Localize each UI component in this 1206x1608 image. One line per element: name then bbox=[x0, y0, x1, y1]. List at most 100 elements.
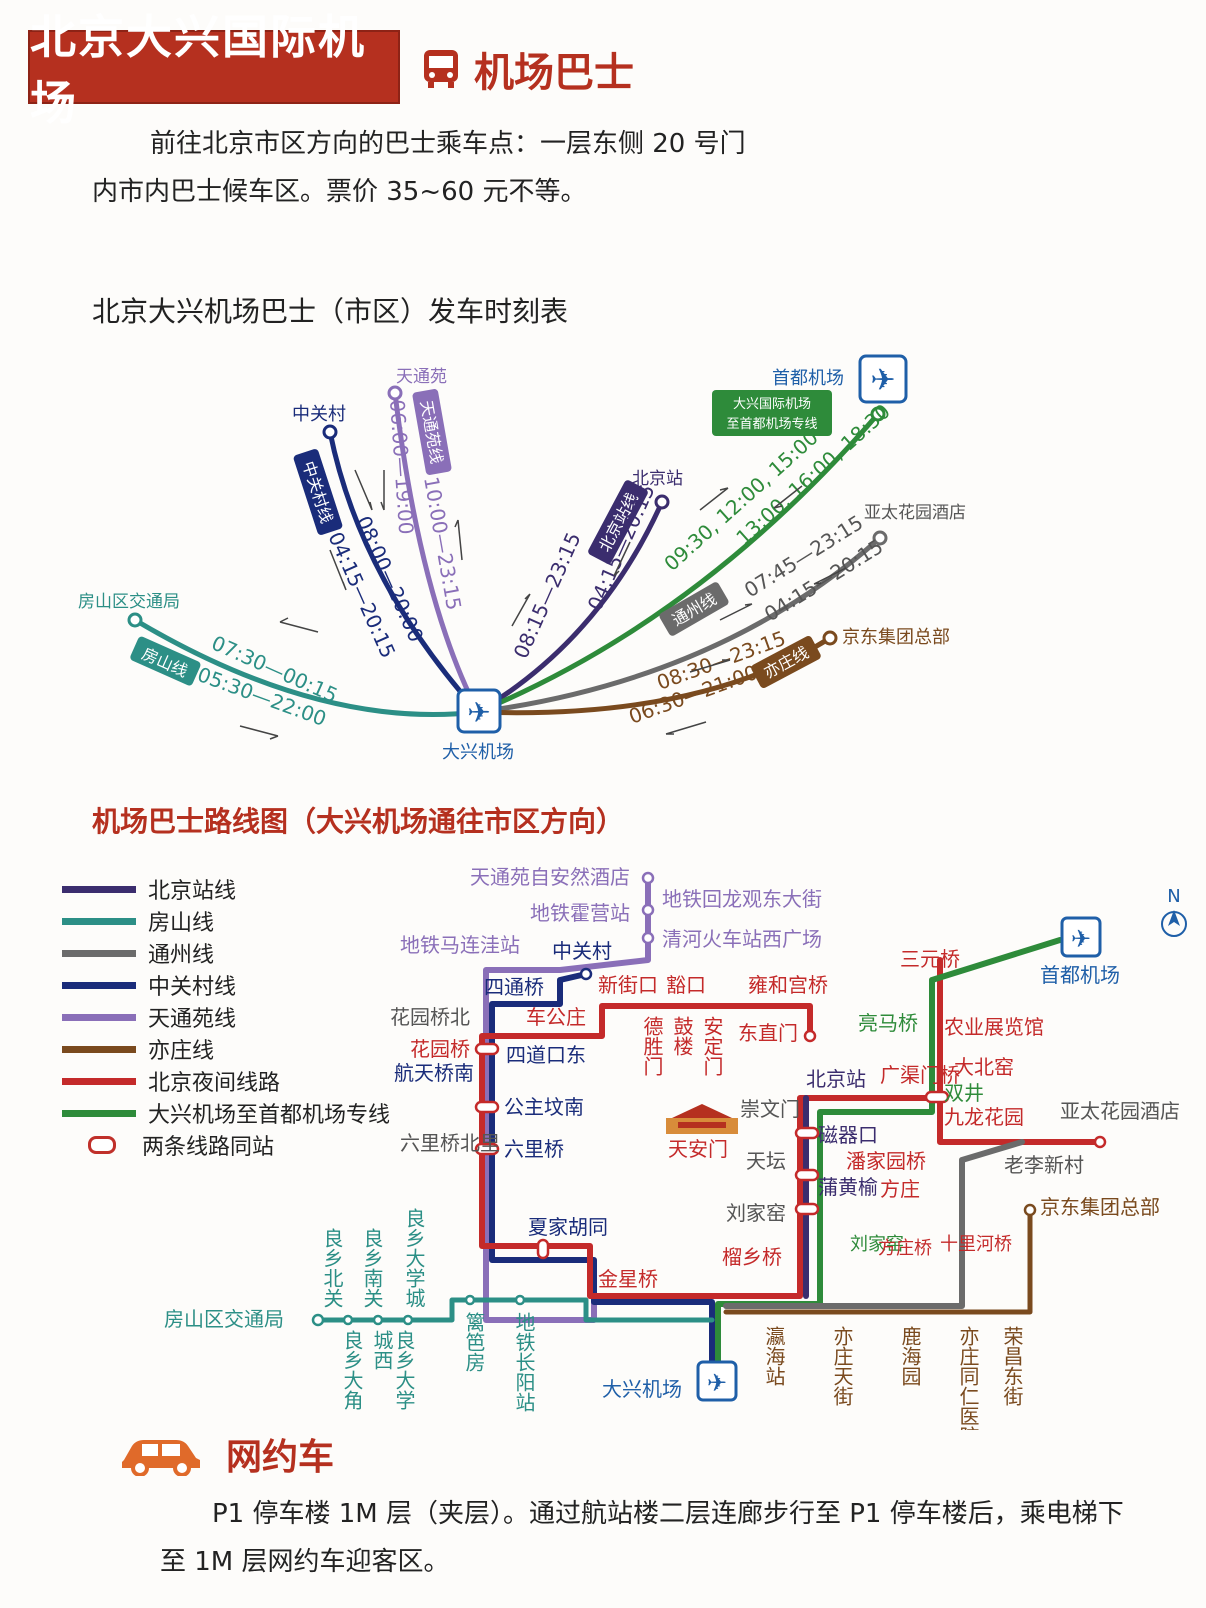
station-fangzhuangqiao: 方庄桥 bbox=[878, 1238, 932, 1259]
station-deshengmen: 德胜门 bbox=[640, 1016, 664, 1076]
station-dongzhimen: 东直门 bbox=[738, 1021, 798, 1045]
station-guangqumen: 广渠门桥 bbox=[880, 1063, 960, 1087]
endpoint-shoudu bbox=[870, 406, 886, 422]
legend-item: 房山线 bbox=[62, 906, 214, 936]
legend-swatch bbox=[62, 1077, 136, 1085]
station-liuliqiaobeili: 六里桥北里 bbox=[400, 1131, 500, 1155]
station-yonghegong: 雍和宫桥 bbox=[748, 973, 828, 997]
station-shilihe: 十里河桥 bbox=[940, 1234, 1012, 1255]
intro-line-1: 前往北京市区方向的巴士乘车点：一层东侧 20 号门 bbox=[150, 129, 746, 159]
station-xiajiahutong: 夏家胡同 bbox=[528, 1215, 608, 1239]
car-icon bbox=[122, 1440, 200, 1476]
station-liangmaqiao: 亮马桥 bbox=[858, 1011, 918, 1035]
dest-fangshan: 房山区交通局 bbox=[78, 592, 180, 612]
bus-icon bbox=[424, 50, 458, 88]
svg-text:✈: ✈ bbox=[467, 696, 490, 729]
endpoint-yatai bbox=[872, 530, 888, 546]
station-yatai: 亚太花园酒店 bbox=[1060, 1099, 1180, 1123]
station-shuangjing: 双井 bbox=[944, 1081, 984, 1105]
station-liujiayao2: 刘家窑 bbox=[850, 1234, 904, 1255]
dest-shoudu: 首都机场 bbox=[772, 368, 844, 389]
station-danian: 篱笆房 bbox=[462, 1312, 486, 1372]
rideshare-line-2: 至 1M 层网约车迎客区。 bbox=[160, 1547, 450, 1577]
legend-item: 北京夜间线路 bbox=[62, 1066, 280, 1096]
legend-swatch bbox=[62, 1109, 136, 1117]
station-changyang: 地铁长阳站 bbox=[512, 1312, 536, 1412]
station-puhuangyu: 蒲黄榆 bbox=[818, 1175, 878, 1199]
route-map-title: 机场巴士路线图（大兴机场通往市区方向） bbox=[92, 805, 625, 838]
station-yingzhan: 瀛海站 bbox=[762, 1326, 786, 1386]
svg-text:大兴国际机场: 大兴国际机场 bbox=[733, 397, 811, 412]
svg-text:至首都机场专线: 至首都机场专线 bbox=[726, 417, 817, 432]
station-tty-hotel: 天通苑自安然酒店 bbox=[470, 865, 630, 889]
station-beijingzhan: 北京站 bbox=[806, 1067, 866, 1091]
time-tiantongyuan-out: 06:00—19:00 bbox=[385, 399, 418, 536]
rideshare-line-1: P1 停车楼 1M 层（夹层）。通过航站楼二层连廊步行至 P1 停车楼后，乘电梯… bbox=[212, 1499, 1124, 1529]
station-sanyuanqiao: 三元桥 bbox=[900, 947, 960, 971]
station-jinxingqiao: 金星桥 bbox=[598, 1267, 658, 1291]
station-daxing: 大兴机场 bbox=[602, 1377, 682, 1401]
legend-label: 大兴机场至首都机场专线 bbox=[148, 1103, 391, 1128]
station-sidaokoudong: 四道口东 bbox=[506, 1043, 586, 1067]
station-dots bbox=[311, 871, 1107, 1327]
station-andingmen: 安定门 bbox=[700, 1016, 724, 1076]
route-map: N ✈ bbox=[164, 865, 1187, 1430]
station-tongren: 亦庄同仁医院 bbox=[956, 1326, 980, 1430]
svg-text:✈: ✈ bbox=[1071, 925, 1091, 953]
station-chegongzhuang: 车公庄 bbox=[526, 1005, 586, 1029]
hub-label: 大兴机场 bbox=[442, 742, 514, 763]
legend-swatch bbox=[62, 949, 136, 957]
station-gongzhufennan: 公主坟南 bbox=[504, 1095, 584, 1119]
intro-line-2: 内市内巴士候车区。票价 35~60 元不等。 bbox=[92, 177, 587, 207]
airport-icon-hub: ✈ bbox=[456, 688, 502, 734]
airport-icon-daxing-map: ✈ bbox=[696, 1360, 738, 1402]
legend-item: 通州线 bbox=[62, 938, 214, 968]
airport-icon-capital-map: ✈ bbox=[1060, 916, 1102, 958]
line-tag-fangshan: 房山线 bbox=[130, 636, 201, 686]
station-tiananmen: 天安门 bbox=[668, 1137, 728, 1161]
station-luhaiyuan: 鹿海园 bbox=[898, 1326, 922, 1386]
time-tiantongyuan-in: 10:00—23:15 bbox=[419, 475, 466, 612]
station-huoying: 地铁霍营站 bbox=[530, 901, 630, 925]
legend-item: 天通苑线 bbox=[62, 1002, 236, 1032]
section-heading-bus: 机场巴士 bbox=[474, 50, 634, 96]
legend-item: 亦庄线 bbox=[62, 1034, 214, 1064]
legend-swatch bbox=[62, 1013, 136, 1021]
station-rongchang: 荣昌东街 bbox=[1000, 1326, 1024, 1406]
station-tiantan: 天坛 bbox=[746, 1149, 786, 1173]
schedule-endpoints bbox=[127, 385, 888, 646]
legend-label: 天通苑线 bbox=[148, 1007, 237, 1032]
legend-label: 亦庄线 bbox=[148, 1039, 215, 1064]
station-dabeiyao: 大北窑 bbox=[954, 1055, 1014, 1079]
shared-station-pills bbox=[474, 1042, 950, 1260]
legend-swatch bbox=[62, 1045, 136, 1053]
tiananmen-icon bbox=[666, 1104, 738, 1134]
station-huayuanqiao: 花园桥 bbox=[410, 1037, 470, 1061]
station-labels: 天通苑自安然酒店 地铁回龙观东大街 地铁霍营站 清河火车站西广场 地铁马连洼站 … bbox=[164, 865, 1180, 1401]
station-chongwenmen: 崇文门 bbox=[740, 1097, 800, 1121]
station-panjiayuan: 潘家园桥 bbox=[846, 1149, 926, 1173]
north-label: N bbox=[1167, 886, 1180, 907]
direction-arrows bbox=[239, 469, 847, 740]
station-liujiayao: 刘家窑 bbox=[726, 1201, 786, 1225]
endpoint-tiantongyuan bbox=[387, 385, 403, 401]
station-yizhuangtianjie: 亦庄天街 bbox=[830, 1326, 854, 1406]
legend-label: 中关村线 bbox=[148, 975, 237, 1000]
svg-text:✈: ✈ bbox=[870, 363, 895, 398]
station-labels-vertical: 德胜门 鼓楼 安定门 瀛海站 亦庄天街 鹿海园 亦庄同仁医院 荣昌东街 良乡北关… bbox=[320, 1016, 1024, 1430]
schedule-title: 北京大兴机场巴士（市区）发车时刻表 bbox=[92, 295, 569, 328]
dest-tiantongyuan: 天通苑 bbox=[396, 367, 447, 387]
station-laolixincun: 老李新村 bbox=[1004, 1153, 1084, 1177]
endpoint-fangshan bbox=[127, 612, 143, 628]
station-liuliqiao: 六里桥 bbox=[504, 1137, 564, 1161]
legend-shared-pill bbox=[88, 1136, 116, 1154]
endpoint-jingdong bbox=[822, 630, 838, 646]
station-qinghe: 清河火车站西广场 bbox=[662, 927, 822, 951]
line-tag-shoudu: 大兴国际机场 至首都机场专线 bbox=[712, 390, 832, 436]
legend-item: 大兴机场至首都机场专线 bbox=[62, 1098, 390, 1128]
station-liangxiangbeiguan: 良乡北关 bbox=[320, 1228, 344, 1308]
station-liuxiangqiao: 榴乡桥 bbox=[722, 1245, 782, 1269]
station-xinjiekou: 新街口 bbox=[598, 973, 658, 997]
dest-zhongguancun: 中关村 bbox=[292, 404, 346, 425]
station-yikou: 豁口 bbox=[666, 973, 706, 997]
